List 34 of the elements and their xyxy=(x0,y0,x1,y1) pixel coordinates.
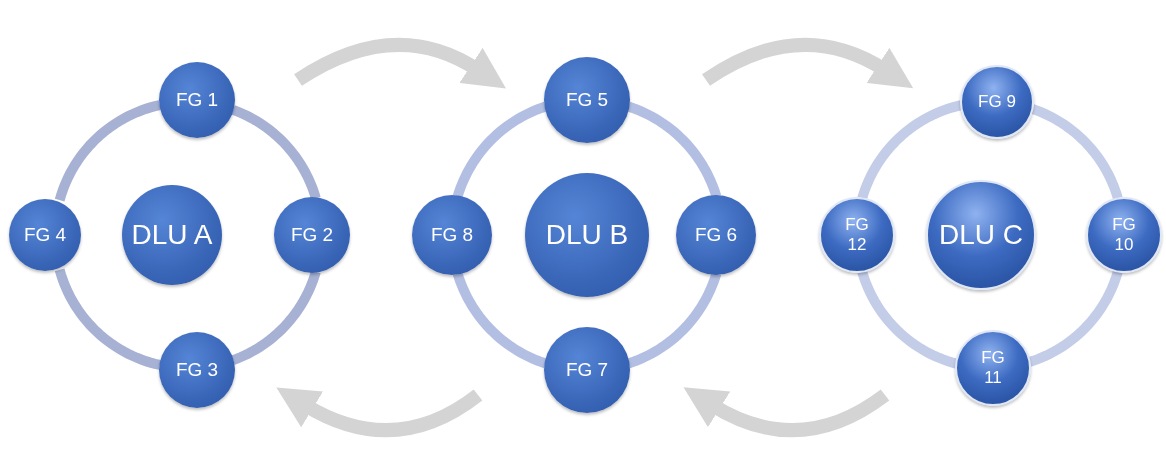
ring-connector xyxy=(857,100,963,200)
satellite-circle xyxy=(412,195,492,275)
ring-connector xyxy=(1030,104,1123,200)
circle-label: FG 4 xyxy=(23,224,67,246)
satellite-circle xyxy=(274,197,350,273)
ring-connector xyxy=(231,270,321,365)
circle-label: FG 9 xyxy=(978,92,1016,112)
satellite-circle xyxy=(819,197,895,273)
ring-connector xyxy=(1028,270,1123,367)
satellite-circle xyxy=(9,199,81,271)
circle-label: DLU C xyxy=(939,218,1023,252)
satellite-circle xyxy=(960,65,1034,139)
satellite-circle xyxy=(955,330,1031,406)
ring-connector xyxy=(54,100,161,202)
circle-label: FG 6 xyxy=(694,224,738,246)
satellite-circle xyxy=(544,57,630,143)
circle-label: FG 1 xyxy=(175,89,219,111)
circle-label: FG 8 xyxy=(430,224,474,246)
circle-label: DLU B xyxy=(545,218,629,252)
ring-connector xyxy=(54,268,161,370)
satellite-circle xyxy=(676,195,756,275)
circle-label: FG 10 xyxy=(1111,215,1137,255)
ring-connector xyxy=(231,105,321,200)
circle-label: FG 3 xyxy=(175,359,219,381)
satellite-circle xyxy=(1086,197,1162,273)
circle-label: FG 5 xyxy=(565,89,609,111)
circle-label: FG 12 xyxy=(844,215,870,255)
circle-label: FG 7 xyxy=(565,359,609,381)
circle-label: FG 2 xyxy=(290,224,334,246)
satellite-circle xyxy=(159,62,235,138)
circle-label: DLU A xyxy=(131,218,213,252)
satellite-circle xyxy=(544,327,630,413)
satellite-circle xyxy=(159,332,235,408)
circle-label: FG 11 xyxy=(980,348,1006,388)
